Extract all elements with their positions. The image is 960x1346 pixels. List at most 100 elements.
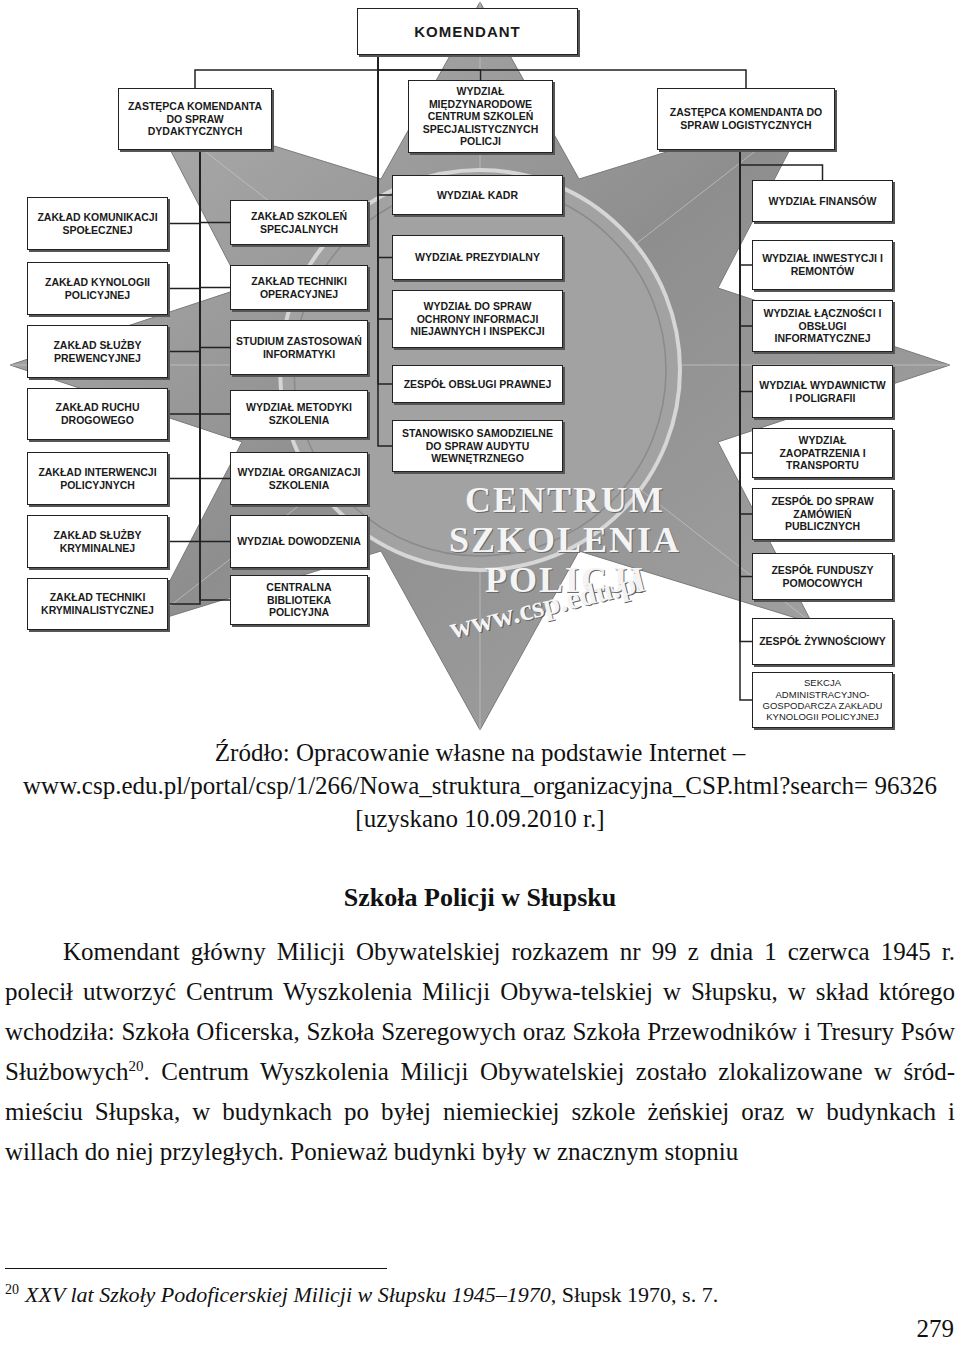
- connector-line: [740, 150, 752, 642]
- box-label: WYDZIAŁ ZAOPATRZENIA I TRANSPORTU: [758, 434, 887, 472]
- box-label: ZESPÓŁ ŻYWNOŚCIOWY: [759, 635, 886, 648]
- unit-box: WYDZIAŁ INWESTYCJI I REMONTÓW: [752, 240, 893, 290]
- unit-box: WYDZIAŁ DO SPRAW OCHRONY INFORMACJI NIEJ…: [392, 290, 563, 348]
- unit-box: ZAKŁAD TECHNIKI KRYMINALISTYCZNEJ: [27, 578, 168, 630]
- box-label: ZAKŁAD KYNOLOGII POLICYJNEJ: [33, 276, 162, 301]
- unit-box: ZESPÓŁ FUNDUSZY POMOCOWYCH: [752, 553, 893, 600]
- connector-line: [740, 150, 752, 265]
- unit-box: WYDZIAŁ FINANSÓW: [752, 180, 893, 222]
- box-label: ZESPÓŁ FUNDUSZY POMOCOWYCH: [758, 564, 887, 589]
- footnote: 20 XXV lat Szkoły Podoficerskiej Milicji …: [5, 1280, 955, 1310]
- connector-line: [740, 150, 752, 453]
- footnote-title: XXV lat Szkoły Podoficerskiej Milicji w …: [25, 1282, 551, 1307]
- watermark-word: SZKOLENIA: [400, 520, 730, 560]
- unit-box: WYDZIAŁ ŁĄCZNOŚCI I OBSŁUGI INFORMATYCZN…: [752, 300, 893, 352]
- box-label: CENTRALNA BIBLIOTEKA POLICYJNA: [236, 581, 362, 619]
- connector-line: [200, 150, 230, 348]
- footnote-number: 20: [5, 1282, 19, 1297]
- box-label: WYDZIAŁ METODYKI SZKOLENIA: [236, 401, 362, 426]
- watermark-word: CENTRUM: [400, 480, 730, 520]
- footnote-text: , Słupsk 1970, s. 7.: [551, 1282, 718, 1307]
- connector-line: [378, 55, 481, 80]
- box-label: ZAKŁAD SŁUŻBY KRYMINALNEJ: [33, 529, 162, 554]
- connector-line: [200, 150, 230, 542]
- box-label: WYDZIAŁ WYDAWNICTW I POLIGRAFII: [758, 379, 887, 404]
- connector-line: [740, 150, 752, 392]
- body-paragraph: Komendant główny Milicji Obywatelskiej r…: [5, 932, 955, 1172]
- unit-box: WYDZIAŁ KADR: [392, 175, 563, 215]
- box-label: ZESPÓŁ OBSŁUGI PRAWNEJ: [404, 378, 552, 391]
- unit-box: STANOWISKO SAMODZIELNE DO SPRAW AUDYTU W…: [392, 420, 563, 472]
- connector-line: [200, 150, 230, 288]
- connector-line: [378, 55, 392, 258]
- connector-line: [378, 55, 392, 319]
- unit-box: SEKCJA ADMINISTRACYJNO-GOSPODARCZA ZAKŁA…: [752, 672, 893, 728]
- unit-box: WYDZIAŁ ORGANIZACJI SZKOLENIA: [230, 452, 368, 505]
- connector-line: [740, 150, 752, 326]
- connector-line: [378, 55, 392, 195]
- box-label: WYDZIAŁ DO SPRAW OCHRONY INFORMACJI NIEJ…: [398, 300, 557, 338]
- box-label: STANOWISKO SAMODZIELNE DO SPRAW AUDYTU W…: [398, 427, 557, 465]
- connector-line: [200, 150, 230, 223]
- box-label: WYDZIAŁ ORGANIZACJI SZKOLENIA: [236, 466, 362, 491]
- box-label: STUDIUM ZASTOSOWAŃ INFORMATYKI: [236, 335, 362, 360]
- connector-line: [168, 150, 200, 542]
- unit-box: ZAKŁAD KOMUNIKACJI SPOŁECZNEJ: [27, 197, 168, 250]
- star-shape: [10, 2, 950, 730]
- box-label: ZASTĘPCA KOMENDANTA DO SPRAW DYDAKTYCZNY…: [124, 100, 266, 138]
- connector-line: [168, 150, 200, 479]
- box-label: WYDZIAŁ FINANSÓW: [769, 195, 877, 208]
- unit-box: WYDZIAŁ PREZYDIALNY: [392, 235, 563, 280]
- unit-box: WYDZIAŁ METODYKI SZKOLENIA: [230, 390, 368, 438]
- connector-line: [200, 150, 230, 414]
- box-label: WYDZIAŁ DOWODZENIA: [237, 535, 361, 548]
- unit-box: ZAKŁAD SZKOLEŃ SPECJALNYCH: [230, 200, 368, 245]
- box-label: ZAKŁAD TECHNIKI OPERACYJNEJ: [236, 275, 362, 300]
- box-label: KOMENDANT: [414, 23, 521, 41]
- unit-box: ZAKŁAD RUCHU DROGOWEGO: [27, 388, 168, 440]
- unit-box: WYDZIAŁ MIĘDZYNARODOWE CENTRUM SZKOLEŃ S…: [408, 80, 553, 153]
- footnote-ref: 20: [129, 1058, 144, 1074]
- connector-line: [740, 150, 752, 577]
- box-label: ZAKŁAD TECHNIKI KRYMINALISTYCZNEJ: [33, 591, 162, 616]
- unit-box: ZESPÓŁ OBSŁUGI PRAWNEJ: [392, 365, 563, 403]
- connector-line: [168, 150, 200, 414]
- unit-box: WYDZIAŁ ZAOPATRZENIA I TRANSPORTU: [752, 428, 893, 478]
- box-label: ZAKŁAD KOMUNIKACJI SPOŁECZNEJ: [33, 211, 162, 236]
- unit-box: ZESPÓŁ ŻYWNOŚCIOWY: [752, 618, 893, 665]
- box-label: ZAKŁAD RUCHU DROGOWEGO: [33, 401, 162, 426]
- box-label: ZAKŁAD INTERWENCJI POLICYJNYCH: [33, 466, 162, 491]
- box-label: WYDZIAŁ INWESTYCJI I REMONTÓW: [758, 252, 887, 277]
- box-label: WYDZIAŁ ŁĄCZNOŚCI I OBSŁUGI INFORMATYCZN…: [758, 307, 887, 345]
- unit-box: ZAKŁAD KYNOLOGII POLICYJNEJ: [27, 262, 168, 315]
- connector-line: [740, 150, 752, 700]
- unit-box: ZASTĘPCA KOMENDANTA DO SPRAW LOGISTYCZNY…: [657, 88, 835, 150]
- connector-line: [195, 55, 378, 88]
- connector-line: [200, 150, 230, 600]
- box-label: SEKCJA ADMINISTRACYJNO-GOSPODARCZA ZAKŁA…: [758, 677, 887, 723]
- section-heading: Szkoła Policji w Słupsku: [0, 880, 960, 916]
- connector-line: [168, 150, 200, 224]
- star-facets: [10, 2, 950, 730]
- unit-box: ZAKŁAD SŁUŻBY PREWENCYJNEJ: [27, 325, 168, 378]
- box-label: ZESPÓŁ DO SPRAW ZAMÓWIEŃ PUBLICZNYCH: [758, 495, 887, 533]
- head-box: KOMENDANT: [357, 8, 578, 55]
- unit-box: CENTRALNA BIBLIOTEKA POLICYJNA: [230, 575, 368, 625]
- connector-line: [168, 150, 200, 604]
- connector-line: [740, 150, 752, 514]
- box-label: WYDZIAŁ KADR: [437, 189, 518, 202]
- page-number: 279: [917, 1314, 955, 1344]
- box-label: WYDZIAŁ PREZYDIALNY: [415, 251, 540, 264]
- unit-box: WYDZIAŁ WYDAWNICTW I POLIGRAFII: [752, 365, 893, 418]
- connector-line: [168, 150, 200, 352]
- connector-line: [378, 55, 392, 446]
- figure-caption: Źródło: Opracowanie własne na podstawie …: [0, 736, 960, 835]
- unit-box: ZAKŁAD INTERWENCJI POLICYJNYCH: [27, 452, 168, 505]
- connector-line: [740, 150, 823, 180]
- connector-line: [168, 150, 200, 289]
- unit-box: WYDZIAŁ DOWODZENIA: [230, 515, 368, 568]
- box-label: ZASTĘPCA KOMENDANTA DO SPRAW LOGISTYCZNY…: [663, 106, 829, 131]
- unit-box: ZAKŁAD TECHNIKI OPERACYJNEJ: [230, 265, 368, 310]
- unit-box: ZASTĘPCA KOMENDANTA DO SPRAW DYDAKTYCZNY…: [118, 88, 272, 150]
- unit-box: ZAKŁAD SŁUŻBY KRYMINALNEJ: [27, 515, 168, 568]
